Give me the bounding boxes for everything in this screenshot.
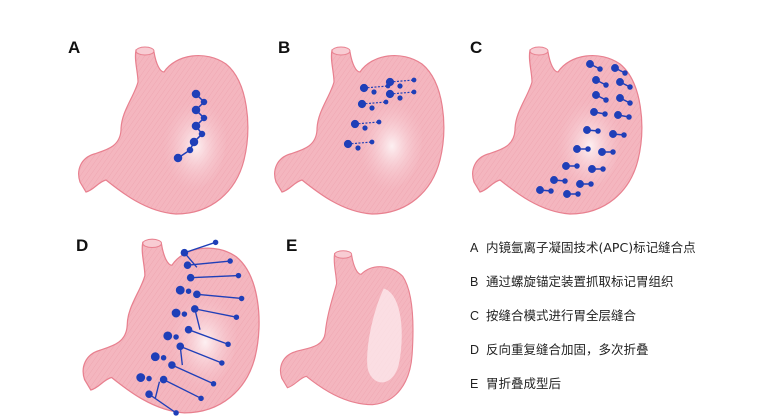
stomach-panel-c: [472, 46, 643, 215]
suture-point: [191, 105, 201, 115]
suture-point: [200, 98, 208, 106]
anchor-device: [385, 89, 417, 101]
suture-point: [191, 89, 201, 99]
anchor-device: [343, 139, 375, 151]
anchor-devices: [343, 77, 417, 151]
reinforced-sutures: [136, 239, 245, 416]
stomach-panel-e: [279, 250, 414, 406]
stomach-panel-a: [78, 46, 249, 215]
suture-point: [200, 114, 208, 122]
panel-label-a: A: [68, 38, 81, 57]
panel-label-e: E: [286, 236, 298, 255]
anchor-device: [350, 119, 382, 131]
suture-point: [198, 130, 206, 138]
apc-marks: [173, 89, 208, 163]
full-thickness-sutures: [536, 60, 633, 198]
suture-point: [189, 137, 199, 147]
suture-point: [186, 146, 194, 154]
anchor-device: [357, 99, 389, 111]
panel-label-c: C: [470, 38, 483, 57]
anchor-device: [359, 83, 391, 95]
stomach-panel-b: [274, 46, 445, 215]
suture-point: [173, 153, 183, 163]
stomach-panel-d: [82, 238, 260, 416]
panel-label-d: D: [76, 236, 89, 255]
suture-point: [191, 121, 201, 131]
panel-label-b: B: [278, 38, 291, 57]
